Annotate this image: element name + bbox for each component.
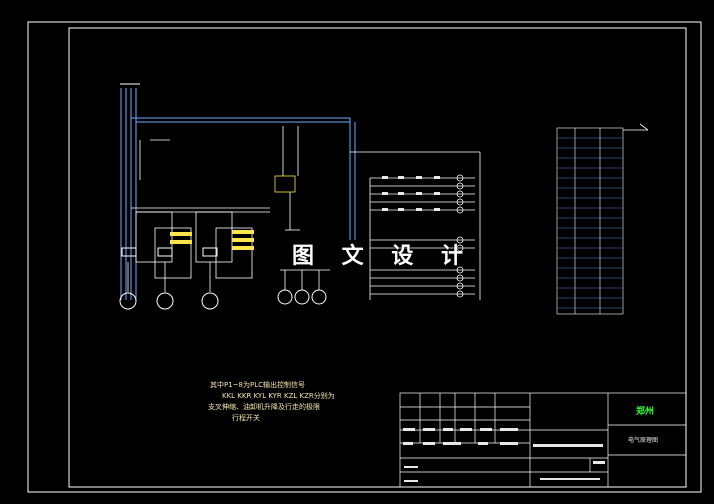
watermark-text: 图 文 设 计 xyxy=(292,243,473,269)
note-line-2: KKL KKR KYL KYR KZL KZR分别为 xyxy=(222,392,335,400)
fan-3 xyxy=(311,289,327,305)
control-section xyxy=(274,126,330,290)
title-block-cell-marks xyxy=(403,428,605,482)
title-block-company: 郑州 xyxy=(636,407,655,417)
motor-branches xyxy=(127,139,270,292)
inner-frame xyxy=(68,27,687,488)
title-block-drawing-name: 电气原理图 xyxy=(628,437,659,444)
outer-frame xyxy=(27,21,702,493)
plc-terminal-rows xyxy=(557,137,623,309)
ladder-coils xyxy=(456,174,464,298)
motor-m3 xyxy=(201,292,219,310)
ladder-contacts xyxy=(382,176,440,211)
fan-1 xyxy=(277,289,293,305)
plc-terminal-block xyxy=(556,127,624,315)
motor-m2 xyxy=(156,292,174,310)
motors xyxy=(119,289,327,310)
note-line-1: 其中P1~8为PLC输出控制信号 xyxy=(210,381,306,389)
note-line-4: 行程开关 xyxy=(232,414,260,422)
motor-m1 xyxy=(119,292,137,310)
control-ladder xyxy=(350,151,481,300)
title-block xyxy=(399,392,687,488)
main-power-bus xyxy=(120,83,356,300)
fan-2 xyxy=(294,289,310,305)
contactors xyxy=(121,230,254,257)
plc-input-wire xyxy=(623,123,649,131)
note-line-3: 支叉伸缩、油卸机升降及行走的极限 xyxy=(208,403,320,411)
